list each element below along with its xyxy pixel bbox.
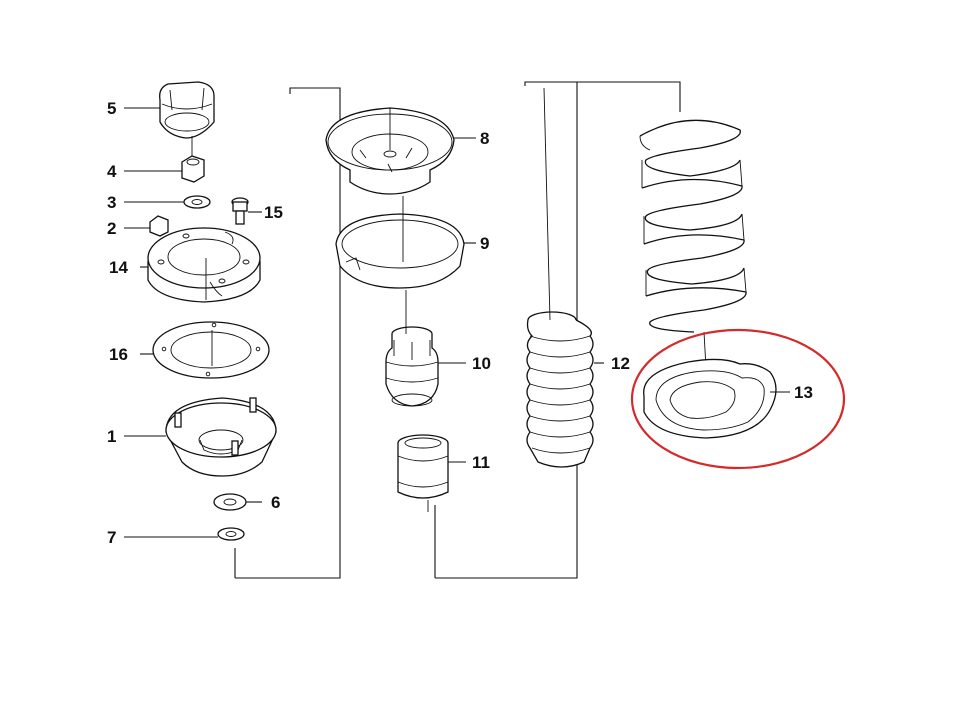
label-5: 5 (107, 99, 116, 118)
part-6-bushing (213, 493, 247, 511)
part-14-mount-plate (147, 227, 261, 303)
part-9-isolator-ring (335, 213, 465, 289)
label-7: 7 (107, 528, 116, 547)
part-1-strut-mount (165, 397, 277, 477)
highlight-circle-part-13 (630, 328, 846, 470)
assembly-bracket-lines (234, 81, 681, 579)
label-12: 12 (611, 354, 630, 373)
label-2: 2 (107, 219, 116, 238)
label-10: 10 (472, 354, 491, 373)
part-7-washer (217, 527, 245, 541)
label-14: 14 (109, 258, 128, 277)
coil-spring (639, 119, 747, 333)
part-16-gasket (152, 321, 270, 379)
part-15-bolt (231, 197, 249, 225)
label-4: 4 (107, 162, 117, 181)
label-16: 16 (109, 345, 128, 364)
part-2-small-nut (149, 215, 169, 237)
part-4-nut (181, 155, 205, 183)
label-1: 1 (107, 427, 116, 446)
label-8: 8 (480, 129, 489, 148)
part-10-bump-stop (385, 326, 439, 407)
label-3: 3 (107, 193, 116, 212)
part-13-spring-pad (643, 358, 777, 439)
label-9: 9 (480, 234, 489, 253)
label-11: 11 (472, 453, 490, 472)
label-6: 6 (271, 493, 280, 512)
label-13: 13 (794, 383, 813, 402)
part-5-dust-cap (159, 81, 215, 139)
part-11-sleeve (397, 434, 449, 499)
label-15: 15 (264, 203, 283, 222)
part-12-dust-boot (526, 311, 594, 468)
part-3-washer (183, 195, 211, 209)
